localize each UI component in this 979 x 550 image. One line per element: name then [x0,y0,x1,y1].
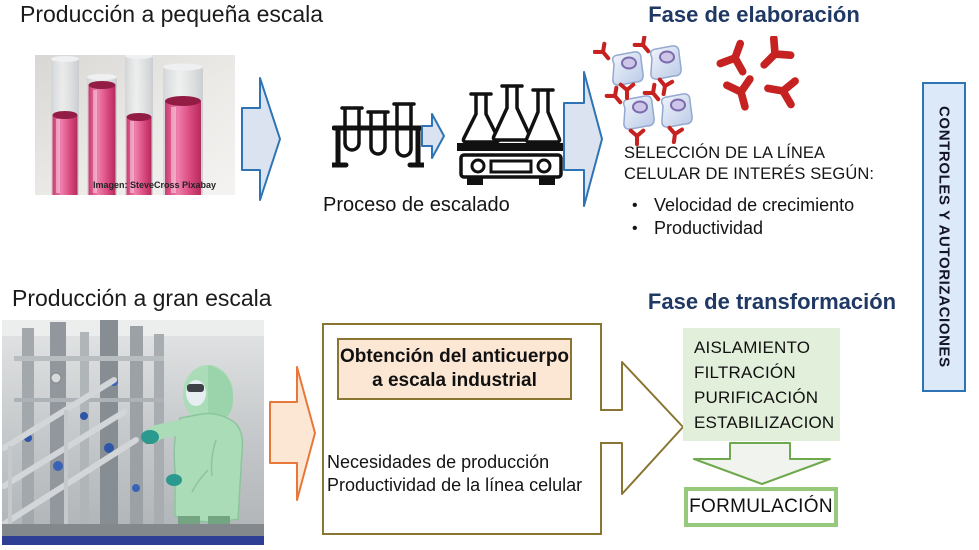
flask-shaker-icon [457,84,565,185]
production-needs: Necesidades de producción Productividad … [327,451,601,497]
selection-bullet: Productividad [624,217,914,240]
selection-criteria: SELECCIÓN DE LA LÍNEA CELULAR DE INTERÉS… [624,143,914,240]
controls-authorizations-label: CONTROLES Y AUTORIZACIONES [935,106,953,368]
test-tubes-photo: Imagen: SteveCross Pixabay [35,55,235,195]
workflow-arrow-icon [600,361,684,495]
obtainment-line1: Obtención del anticuerpo [339,346,570,367]
test-tube-rack-icon [332,102,424,168]
processing-step: AISLAMIENTO [694,338,811,357]
processing-steps-box: AISLAMIENTO FILTRACIÓN PURIFICACIÓN ESTA… [683,328,840,441]
scale-up-arrow-icon [241,77,281,201]
process-label: Proceso de escalado [323,194,510,216]
selection-heading-line1: SELECCIÓN DE LA LÍNEA [624,144,826,162]
selection-arrow-icon [563,71,603,207]
step-arrow-icon [421,113,445,159]
photo-credit: Imagen: SteveCross Pixabay [93,180,217,190]
selection-bullet-list: Velocidad de crecimiento Productividad [624,194,914,240]
elaboration-phase-title: Fase de elaboración [648,2,860,27]
selection-bullet: Velocidad de crecimiento [624,194,914,217]
processing-step: PURIFICACIÓN [694,388,819,407]
bioreactor-photo [2,320,264,545]
small-scale-title: Producción a pequeña escala [20,1,324,27]
bioreactor-image [2,320,264,545]
antibody-obtainment-box: Obtención del anticuerpo a escala indust… [337,338,572,400]
formulation-label: FORMULACIÓN [689,496,833,517]
transformation-phase-title: Fase de transformación [647,289,897,314]
selection-heading-line2: CELULAR DE INTERÉS SEGÚN: [624,165,875,183]
production-arrow-icon [269,366,316,501]
processing-step: ESTABILIZACION [694,413,835,432]
test-tubes-image [35,55,235,195]
processing-step: FILTRACIÓN [694,363,796,382]
down-arrow-icon [693,442,831,485]
large-scale-title: Producción a gran escala [12,285,272,311]
obtainment-line2: a escala industrial [372,370,537,391]
needs-line2: Productividad de la línea celular [327,475,583,495]
controls-authorizations-box: CONTROLES Y AUTORIZACIONES [922,82,966,392]
needs-line1: Necesidades de producción [327,452,550,472]
formulation-box: FORMULACIÓN [684,487,838,527]
